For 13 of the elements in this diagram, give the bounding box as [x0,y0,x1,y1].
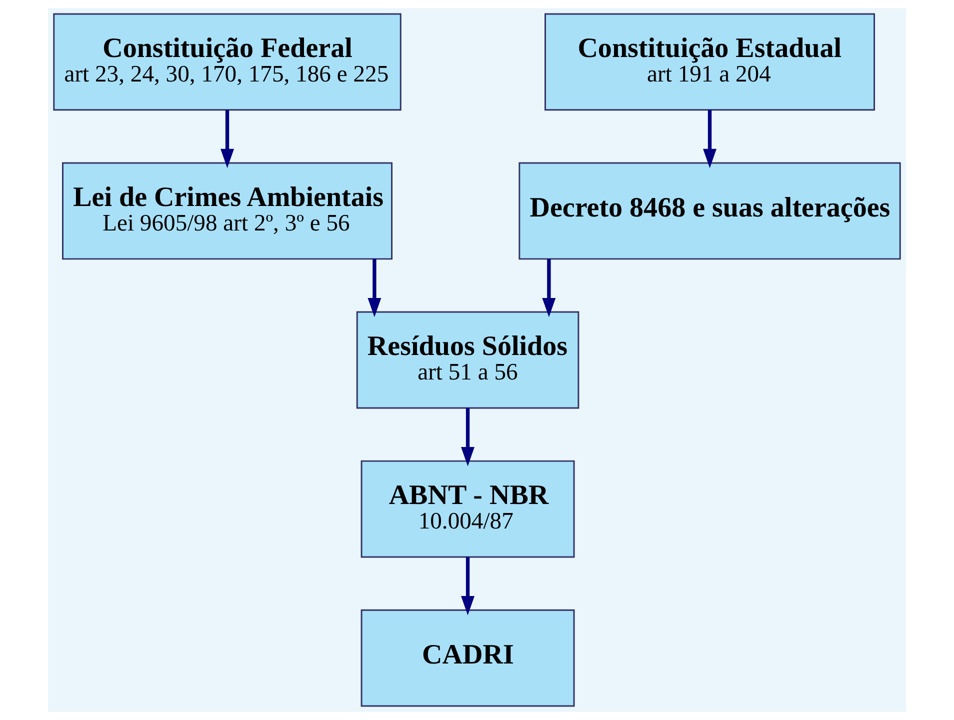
arrow [703,110,716,168]
arrow [461,557,475,616]
node-box: Decreto 8468 e suas alterações [518,162,901,260]
node-box: Constituição Estadual art 191 a 204 [544,13,876,111]
arrow [542,258,556,318]
node-box: Resíduos Sólidos art 51 a 56 [356,311,580,409]
arrow [220,110,234,168]
node-box: CADRI [360,609,575,707]
node-box: ABNT - NBR 10.004/87 [360,460,575,558]
arrow [461,408,475,466]
node-box: Constituição Federal art 23, 24, 30, 170, 175, 186 e 225 [53,13,402,111]
arrow [368,258,382,318]
node-box: Lei de Crimes Ambientais Lei 9605/98 art 2º, 3º e 56 [62,162,393,260]
